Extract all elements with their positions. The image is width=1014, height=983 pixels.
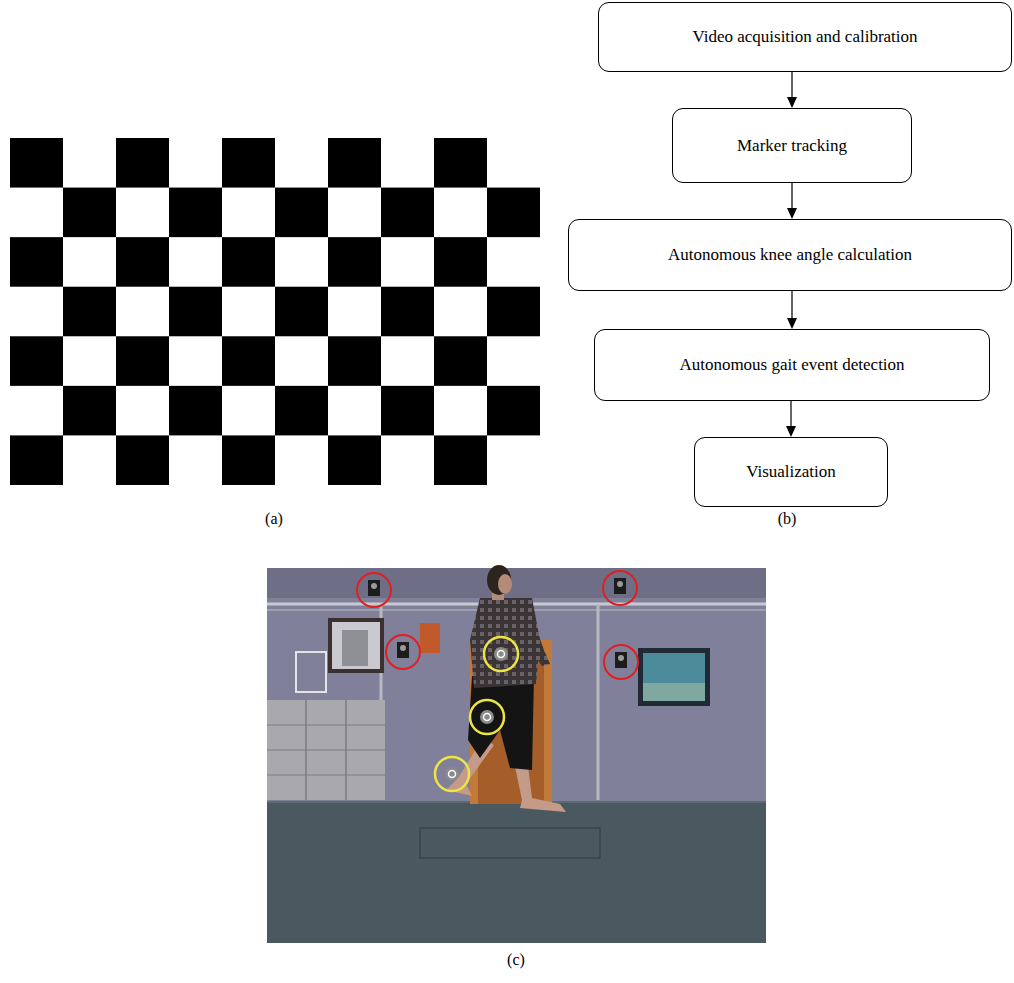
arrowhead	[786, 426, 796, 437]
camera	[604, 645, 638, 679]
camera	[386, 635, 420, 669]
arrowhead	[787, 97, 797, 108]
process-box: Autonomous knee angle calculation	[568, 219, 1012, 291]
frame	[296, 652, 326, 692]
flow-arrow	[787, 72, 797, 108]
arrowhead	[787, 208, 797, 219]
panel-label: (c)	[507, 951, 525, 969]
calibration-checkerboard	[10, 138, 540, 485]
painting-left	[328, 618, 384, 673]
wall	[267, 568, 766, 802]
box-text: Marker tracking	[737, 136, 847, 156]
box-text: Video acquisition and calibration	[692, 27, 917, 47]
process-box: Visualization	[694, 437, 888, 507]
poster	[420, 623, 440, 653]
process-box: Autonomous gait event detection	[594, 329, 990, 401]
connector-line	[790, 401, 791, 426]
camera-pole	[597, 604, 600, 800]
marker	[470, 700, 504, 734]
marker	[484, 637, 518, 671]
wall-top	[267, 568, 766, 598]
box-text: Visualization	[746, 462, 836, 482]
walking-subject	[446, 565, 566, 812]
connector-line	[791, 72, 792, 97]
floor-plate	[420, 828, 600, 858]
camera	[603, 571, 637, 605]
panel-label: (a)	[265, 510, 283, 528]
floor	[267, 568, 766, 943]
flow-arrow	[787, 183, 797, 219]
cabinets	[267, 700, 385, 800]
process-box: Video acquisition and calibration	[598, 2, 1012, 72]
box-text: Autonomous gait event detection	[679, 355, 904, 375]
marker	[435, 757, 469, 791]
connector-line	[791, 183, 792, 208]
flow-arrow	[786, 401, 796, 437]
arrowhead	[787, 318, 797, 329]
connector-line	[791, 291, 792, 318]
camera	[357, 573, 391, 607]
panel-label: (b)	[778, 510, 797, 528]
box-text: Autonomous knee angle calculation	[668, 245, 912, 265]
process-box: Marker tracking	[672, 108, 912, 183]
painting-right	[638, 648, 710, 706]
flow-arrow	[787, 291, 797, 329]
gait-photo	[267, 565, 766, 943]
